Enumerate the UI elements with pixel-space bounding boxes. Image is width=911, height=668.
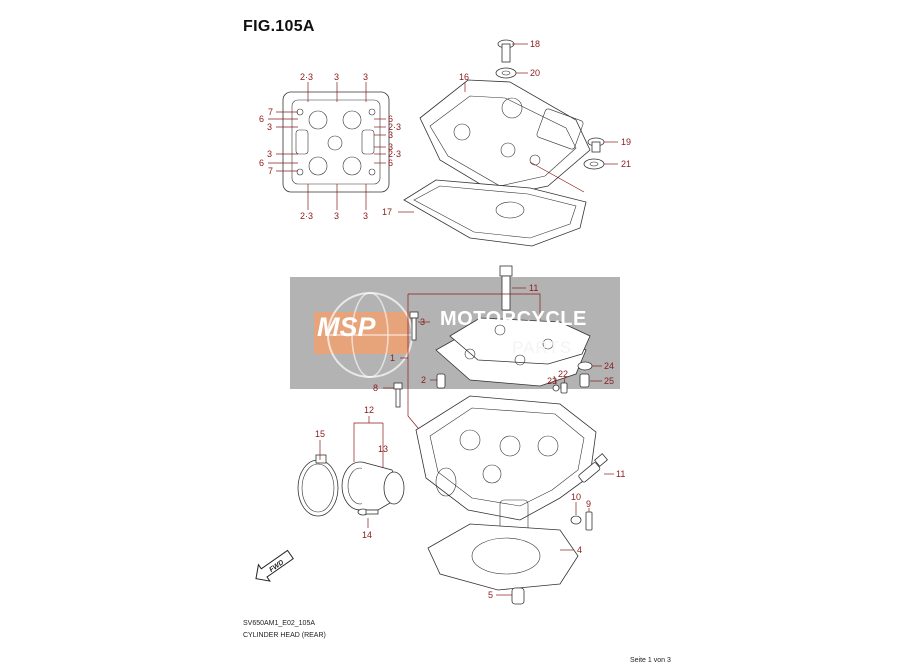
watermark-logo: MSP	[317, 312, 376, 342]
head-gasket	[427, 523, 579, 591]
callout-3-upper-right: 3	[388, 130, 393, 140]
callout-15: 15	[315, 429, 325, 439]
callout-8: 8	[373, 383, 378, 393]
callout-6-lower-left: 6	[259, 158, 264, 168]
callout-3-center: 3	[420, 317, 425, 327]
screw-14	[357, 508, 379, 516]
cover-gasket	[403, 179, 587, 247]
callout-2-3-bottom: 2·3	[300, 211, 313, 221]
fwd-arrow-icon: FWD	[255, 549, 294, 582]
watermark-subtext: PARTS	[512, 338, 573, 357]
callout-2-3-upper-right: 2·3	[388, 122, 401, 132]
hose-clamp-15	[297, 454, 339, 517]
callout-14: 14	[362, 530, 372, 540]
callout-20: 20	[530, 68, 540, 78]
callout-2-3-lower-right: 2·3	[388, 149, 401, 159]
callout-25: 25	[604, 376, 614, 386]
callout-13: 13	[378, 444, 388, 454]
callout-3-top-mid: 3	[334, 72, 339, 82]
callout-5: 5	[488, 590, 493, 600]
callout-3-bottom-mid: 3	[334, 211, 339, 221]
callout-11-top: 11	[529, 283, 538, 293]
callout-21: 21	[621, 159, 631, 169]
lower-leaders	[319, 416, 614, 596]
cylinder-head	[415, 395, 597, 541]
callout-4: 4	[577, 545, 582, 555]
callout-17: 17	[382, 207, 392, 217]
callout-19: 19	[621, 137, 631, 147]
callout-18: 18	[530, 39, 540, 49]
callout-10: 10	[571, 492, 581, 502]
callout-9: 9	[586, 499, 591, 509]
cover-washer-21	[583, 158, 605, 170]
cover-leaders	[398, 43, 618, 213]
callout-3-upper-left: 3	[267, 122, 272, 132]
plug-24	[577, 361, 593, 371]
bolt-8	[393, 382, 403, 408]
callout-3-bottom-right: 3	[363, 211, 368, 221]
callout-2-center: 2	[421, 375, 426, 385]
page-indicator: Seite 1 von 3	[630, 657, 671, 664]
spark-plug-side	[578, 453, 608, 483]
intake-pipe	[341, 461, 405, 511]
callout-3-top-right: 3	[363, 72, 368, 82]
dowel-25	[579, 373, 590, 388]
part-callouts: 18 20 16 19 21 17 11 3 1 2 8 22 23 24 25…	[315, 39, 631, 600]
callout-7-lower: 7	[268, 166, 273, 176]
callout-1: 1	[390, 353, 395, 363]
callout-11-side: 11	[616, 469, 625, 479]
plan-view-callouts: 2·3 3 3 7 6 3 6 2·3 3 3 3 6 2·3 7 6 2·3 …	[259, 72, 401, 221]
head-bolt-plan-view	[282, 91, 390, 193]
callout-12: 12	[364, 405, 374, 415]
callout-6-lower-right: 6	[388, 158, 393, 168]
callout-6-upper-right: 6	[388, 114, 393, 124]
callout-3-lower-left: 3	[267, 149, 272, 159]
cylinder-head-cover	[419, 79, 591, 197]
watermark-text: MOTORCYCLE	[440, 308, 587, 330]
spark-plug-top	[499, 265, 513, 311]
figure-title: FIG.105A	[243, 18, 315, 35]
callout-2-3-top: 2·3	[300, 72, 313, 82]
figure-caption: CYLINDER HEAD (REAR)	[243, 632, 326, 639]
callout-3-mid-right: 3	[388, 142, 393, 152]
center-bracket-lines	[408, 293, 541, 320]
cover-bolt-19	[587, 137, 605, 153]
cover-washer-20	[495, 67, 517, 79]
cover-bolt-18	[497, 39, 515, 63]
callout-22: 22	[558, 369, 568, 379]
callout-7-upper: 7	[268, 107, 273, 117]
bolt-9	[585, 511, 593, 531]
callout-16: 16	[459, 72, 469, 82]
washer-10	[570, 515, 582, 525]
callout-6-upper-left: 6	[259, 114, 264, 124]
cam-holder-assembly	[435, 317, 591, 387]
callout-23: 23	[547, 376, 557, 386]
dowel-5	[511, 587, 525, 605]
bolt-3	[409, 311, 419, 341]
fwd-label: FWD	[268, 559, 285, 574]
callout-24: 24	[604, 361, 614, 371]
document-code: SV650AM1_E02_105A	[243, 620, 315, 627]
plan-view-leaders	[268, 82, 386, 210]
dowel-2	[436, 373, 446, 389]
